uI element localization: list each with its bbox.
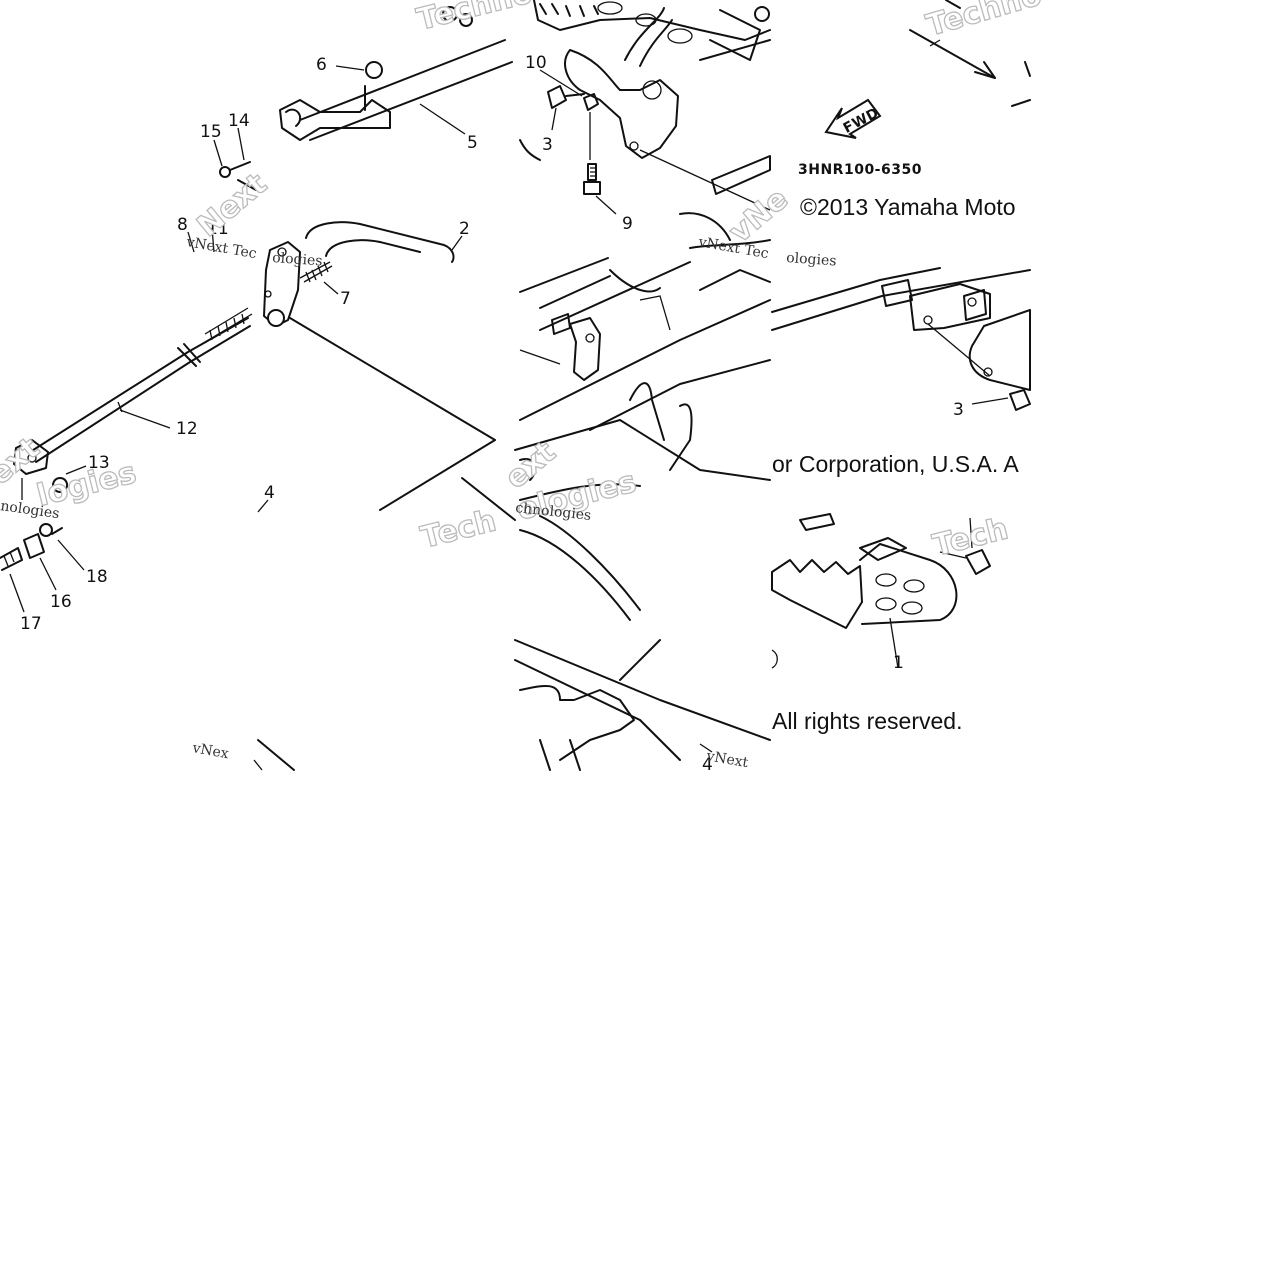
drawing-code: 3HNR100-6350: [798, 162, 922, 178]
watermark-text: ologies: [786, 250, 837, 269]
watermark-text: chnologies: [515, 500, 592, 524]
tile-brake-pedal: [0, 6, 516, 613]
watermark-text: Techno: [413, 0, 536, 38]
watermark-text: Tech: [417, 503, 499, 555]
callout-numbers: 1 2 3 3 4 4 5 6 7 8 9 10 11 12 13 14 15 …: [20, 53, 964, 775]
callout-7: 7: [340, 289, 351, 309]
copyright-line-3: All rights reserved.: [772, 708, 963, 734]
callout-2: 2: [459, 219, 470, 239]
callout-14: 14: [228, 111, 250, 131]
tile-lower-left: [253, 739, 295, 771]
callout-4: 4: [264, 483, 275, 503]
tile-seams: [770, 0, 773, 770]
callout-11: 11: [207, 219, 229, 239]
copyright-line-2: or Corporation, U.S.A. A: [772, 451, 1019, 477]
callout-16: 16: [50, 592, 72, 612]
watermark-text: ologies: [272, 250, 323, 269]
copyright-line-1: ©2013 Yamaha Moto: [800, 194, 1016, 220]
callout-4: 4: [702, 755, 713, 775]
callout-1: 1: [893, 653, 904, 673]
callout-5: 5: [467, 133, 478, 153]
callout-10: 10: [525, 53, 547, 73]
watermark-text: vNex: [190, 740, 230, 762]
callout-3: 3: [953, 400, 964, 420]
callout-6: 6: [316, 55, 327, 75]
tile-footrest-mount: [771, 267, 1031, 411]
callout-15: 15: [200, 122, 222, 142]
tile-footrest-lower: [771, 513, 991, 669]
pedal-pad-cap: [365, 61, 383, 79]
callout-3: 3: [542, 135, 553, 155]
tile-frame-lower: [514, 515, 771, 771]
watermark: Techno Techno Tech Tech ologies logies e…: [0, 0, 1046, 771]
tile-footrest-bracket: [519, 0, 771, 249]
callout-13: 13: [88, 453, 110, 473]
callout-8: 8: [177, 215, 188, 235]
callout-12: 12: [176, 419, 198, 439]
watermark-text: Next: [191, 166, 274, 244]
forward-arrow-icon: FWD: [824, 98, 882, 139]
tile-frame-center: [514, 257, 771, 501]
tile-direction: FWD 3HNR100-6350: [798, 0, 1031, 178]
callout-18: 18: [86, 567, 108, 587]
watermark-text: Techno: [923, 0, 1046, 44]
watermark-text: vNext: [704, 748, 749, 771]
watermark-text: Tech: [929, 511, 1011, 563]
callout-17: 17: [20, 614, 42, 634]
callout-9: 9: [622, 214, 633, 234]
